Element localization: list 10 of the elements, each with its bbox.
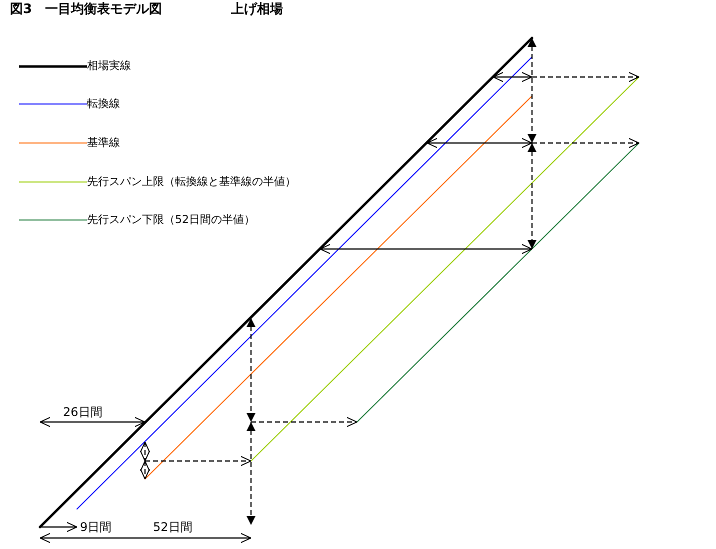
dimension-label: 9日間 — [80, 521, 112, 533]
legend-label: 相場実線 — [87, 60, 131, 71]
legend-label: 基準線 — [87, 137, 120, 148]
legend-label: 転換線 — [87, 98, 120, 109]
legend-label: 先行スパン上限（転換線と基準線の半値） — [87, 176, 296, 186]
subtitle: 上げ相場 — [231, 3, 283, 16]
dimension-label: 52日間 — [153, 521, 192, 533]
title: 図3 一目均衡表モデル図 — [10, 3, 162, 16]
dimension-label: 26日間 — [63, 406, 102, 418]
legend-label: 先行スパン下限（52日間の半値） — [87, 214, 255, 225]
